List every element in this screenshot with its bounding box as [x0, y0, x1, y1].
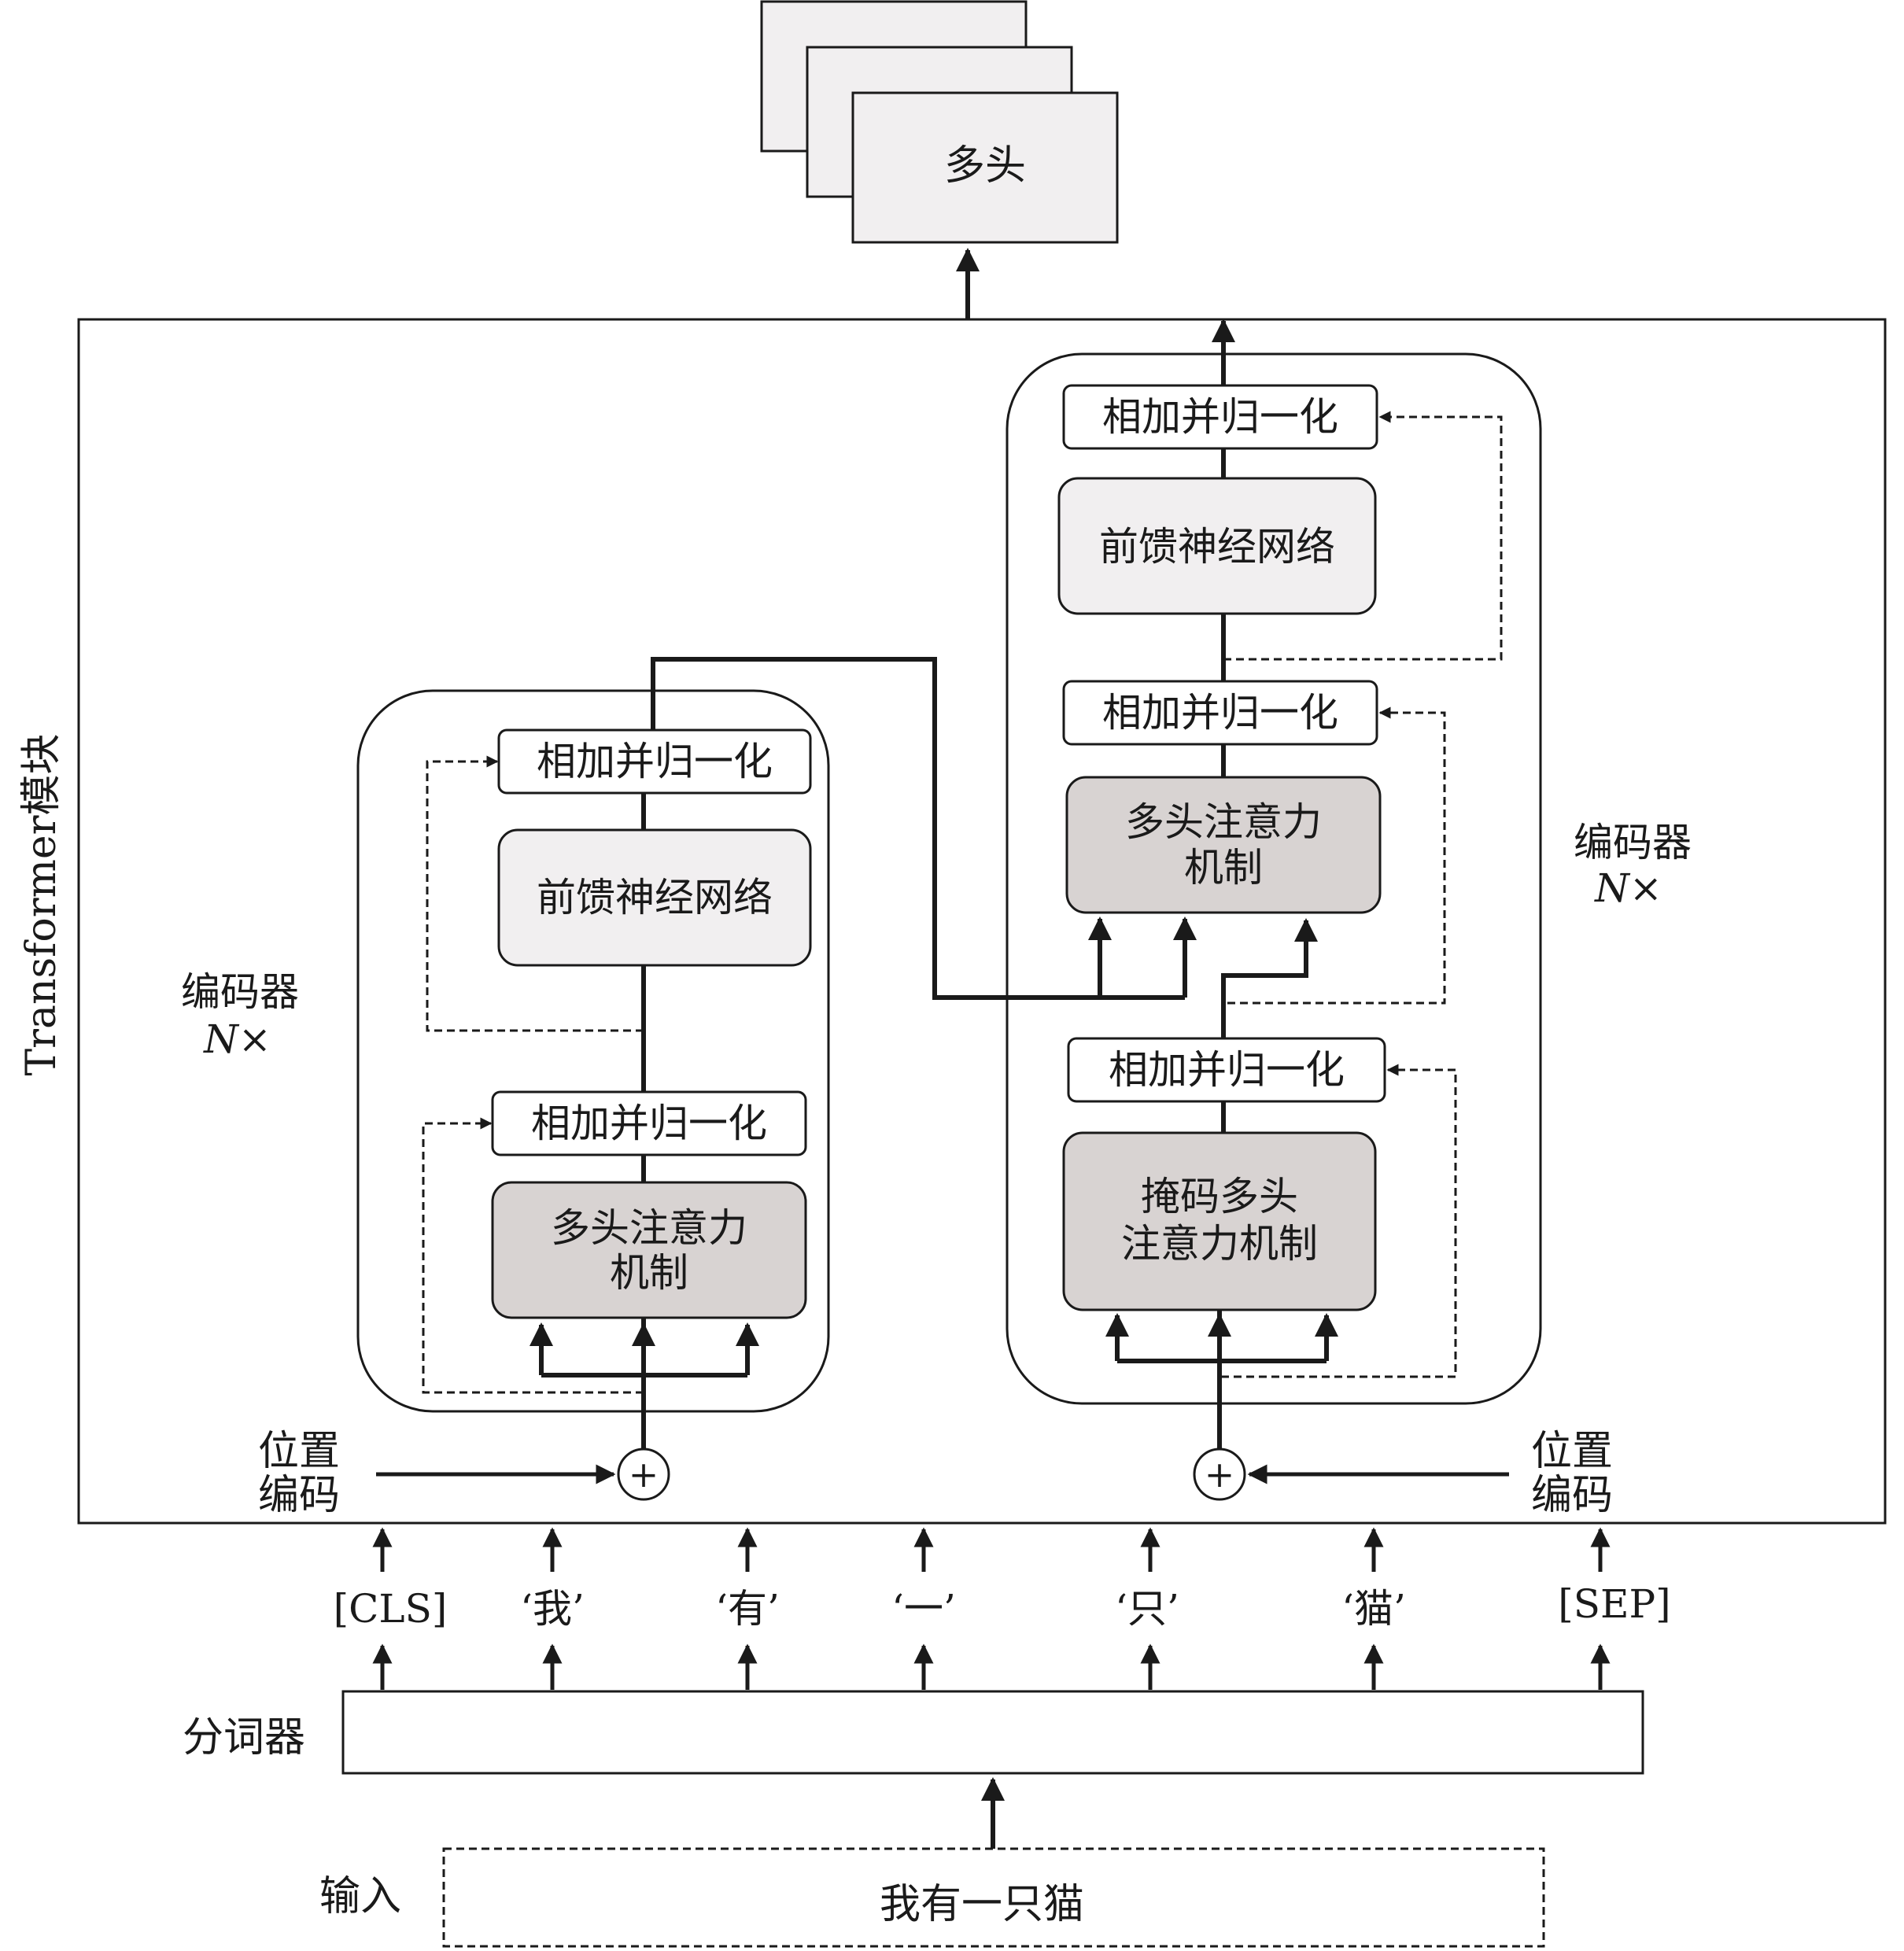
left-add-norm-bottom-box	[491, 1090, 807, 1156]
right-decoder-container	[1006, 352, 1542, 1405]
left-positional-line1: 位置	[258, 1428, 340, 1475]
left-encoder-multiplier: N×	[203, 1016, 271, 1062]
right-masked-label-line2: 注意力机制	[1121, 1221, 1318, 1267]
left-positional-line2: 编码	[258, 1472, 340, 1519]
left-residual-bottom	[422, 1117, 644, 1394]
token-label-4: ‘只’	[1115, 1586, 1179, 1632]
right-residual-top	[1223, 411, 1503, 661]
tokenizer-label: 分词器	[183, 1714, 305, 1761]
right-plus-symbol: +	[1205, 1453, 1235, 1496]
token-label-6: [SEP]	[1558, 1581, 1670, 1627]
right-add-circle	[1193, 1448, 1246, 1501]
left-attention-label-line1: 多头注意力	[551, 1205, 747, 1251]
right-attention-box	[1065, 776, 1382, 914]
left-to-decoder-connection	[651, 657, 1185, 1000]
right-masked-label-line1: 掩码多头	[1141, 1174, 1298, 1219]
token-label-1: ‘我’	[520, 1586, 585, 1632]
left-attention-label-line2: 机制	[610, 1250, 688, 1296]
input-box	[442, 1847, 1545, 1948]
right-residual-middle	[1227, 706, 1446, 1005]
token-label-3: ‘一’	[891, 1586, 956, 1632]
head-card-front	[851, 91, 1119, 244]
transformer-module-box	[77, 318, 1887, 1525]
left-add-norm-bottom-label: 相加并归一化	[531, 1101, 767, 1146]
left-attention-box	[491, 1181, 807, 1319]
right-decoder-multiplier: N×	[1594, 865, 1662, 911]
left-encoder-container	[356, 689, 830, 1413]
right-add-norm-middle-box	[1062, 680, 1378, 746]
left-add-norm-top-label: 相加并归一化	[537, 739, 773, 784]
token-arrows	[372, 1527, 1611, 1690]
token-label-0: [CLS]	[334, 1586, 448, 1632]
token-label-5: ‘猫’	[1341, 1586, 1406, 1632]
input-label: 输入	[319, 1873, 401, 1920]
transformer-module-label: Transformer模块	[18, 733, 65, 1075]
left-ffn-box	[497, 828, 812, 967]
right-ffn-box	[1057, 477, 1377, 615]
right-attention-label-line2: 机制	[1184, 845, 1263, 891]
right-masked-attention-box	[1062, 1131, 1377, 1311]
left-residual-top	[426, 755, 644, 1032]
right-positional-line2: 编码	[1531, 1472, 1613, 1519]
right-add-norm-bottom-label: 相加并归一化	[1109, 1047, 1345, 1093]
right-cross-v-path	[1221, 918, 1318, 1038]
right-ffn-label: 前馈神经网络	[1099, 524, 1335, 570]
right-add-norm-top-label: 相加并归一化	[1102, 394, 1338, 440]
input-text: 我有一只猫	[880, 1881, 1084, 1928]
right-add-norm-bottom-box	[1067, 1037, 1386, 1103]
left-add-circle	[617, 1448, 670, 1501]
left-plus-symbol: +	[629, 1453, 659, 1496]
left-encoder-label: 编码器	[181, 969, 299, 1015]
left-add-norm-top-box	[497, 728, 812, 795]
right-add-norm-top-box	[1062, 384, 1378, 450]
tokenizer-box	[341, 1690, 1644, 1775]
right-positional-line1: 位置	[1531, 1428, 1613, 1475]
right-decoder-label: 编码器	[1574, 820, 1692, 865]
token-label-2: ‘有’	[715, 1586, 780, 1632]
heads-label: 多头	[944, 142, 1026, 190]
right-residual-bottom	[1221, 1064, 1457, 1378]
right-add-norm-middle-label: 相加并归一化	[1102, 690, 1338, 736]
right-attention-label-line1: 多头注意力	[1125, 799, 1322, 845]
left-ffn-label: 前馈神经网络	[537, 875, 773, 920]
